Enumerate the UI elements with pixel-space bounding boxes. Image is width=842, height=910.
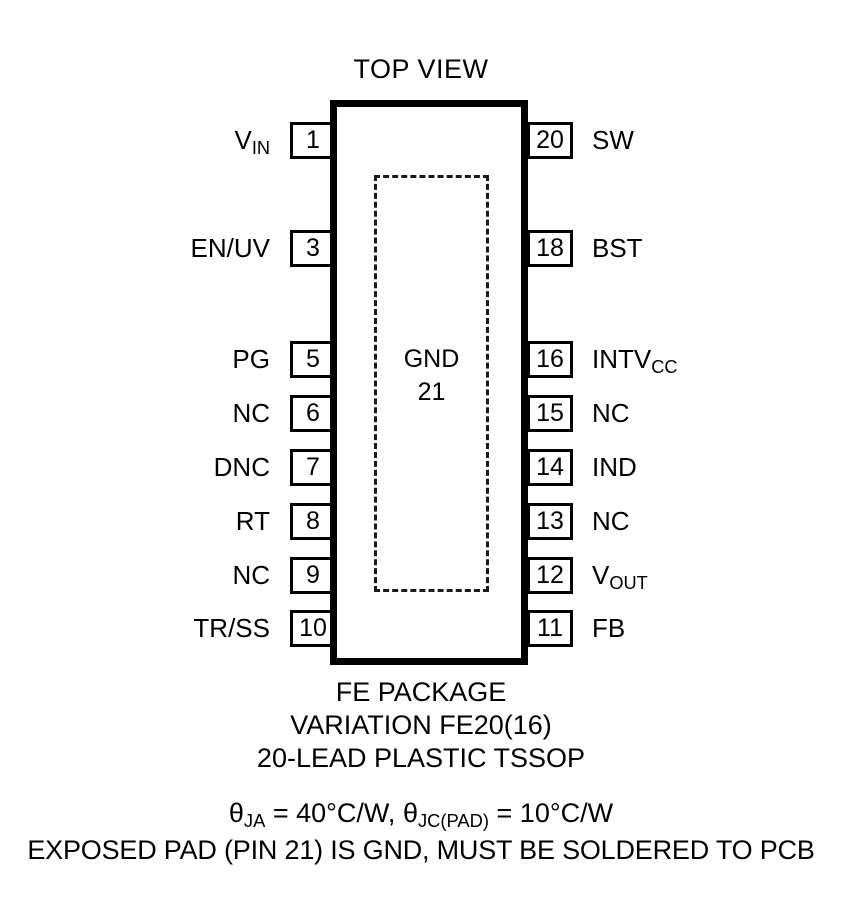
exposed-pad-note: EXPOSED PAD (PIN 21) IS GND, MUST BE SOL… bbox=[27, 835, 815, 865]
pin-number-box-13: 13 bbox=[527, 503, 573, 540]
theta-ja-value: = 40°C/W, bbox=[265, 798, 403, 828]
theta-jc-value: = 10°C/W bbox=[489, 798, 614, 828]
pin-label-3: EN/UV bbox=[20, 230, 270, 267]
pin-number-box-5: 5 bbox=[290, 341, 336, 378]
exposed-pad-outline bbox=[374, 175, 489, 592]
package-caption-line: FE PACKAGE bbox=[335, 677, 507, 707]
pin-number-box-7: 7 bbox=[290, 449, 336, 486]
pin-label-text: EN/UV bbox=[190, 233, 270, 263]
thermal-caption: θJA = 40°C/W, θJC(PAD) = 10°C/W EXPOSED … bbox=[0, 796, 842, 868]
pin-number-box-9: 9 bbox=[290, 557, 336, 594]
pin-label-text: NC bbox=[592, 398, 630, 428]
pin-label-10: TR/SS bbox=[20, 610, 270, 647]
theta-jc-symbol: θ bbox=[402, 798, 418, 828]
pin-number-box-8: 8 bbox=[290, 503, 336, 540]
pin-number-box-16: 16 bbox=[527, 341, 573, 378]
pin-label-subscript: OUT bbox=[609, 572, 648, 593]
pin-number-box-3: 3 bbox=[290, 230, 336, 267]
pin-label-text: V bbox=[592, 560, 610, 590]
pin-label-15: NC bbox=[592, 395, 832, 432]
pin-label-text: TR/SS bbox=[193, 613, 270, 643]
pin-label-12: VOUT bbox=[592, 557, 832, 597]
pin-label-text: RT bbox=[235, 506, 270, 536]
pin-label-text: DNC bbox=[213, 452, 270, 482]
pin-label-text: IND bbox=[592, 452, 637, 482]
pin-number-box-12: 12 bbox=[527, 557, 573, 594]
pin-label-text: NC bbox=[232, 560, 270, 590]
pin-label-11: FB bbox=[592, 610, 832, 647]
pin-number-box-14: 14 bbox=[527, 449, 573, 486]
pin-label-text: NC bbox=[592, 506, 630, 536]
package-body-outline bbox=[330, 100, 528, 665]
theta-ja-subscript: JA bbox=[243, 809, 266, 831]
theta-ja-symbol: θ bbox=[228, 798, 244, 828]
pin-label-text: SW bbox=[592, 125, 634, 155]
pin-number-box-18: 18 bbox=[527, 230, 573, 267]
pin-number-box-15: 15 bbox=[527, 395, 573, 432]
exposed-pad-name: GND bbox=[403, 345, 460, 373]
pin-label-16: INTVCC bbox=[592, 341, 832, 381]
pin-label-text: BST bbox=[592, 233, 643, 263]
exposed-pad-label-group: GND 21 bbox=[374, 343, 489, 409]
pin-label-subscript: CC bbox=[651, 356, 678, 377]
pin-label-9: NC bbox=[20, 557, 270, 594]
pin-label-8: RT bbox=[20, 503, 270, 540]
exposed-pad-pin-number: 21 bbox=[417, 378, 446, 406]
pin-label-text: V bbox=[234, 125, 252, 155]
pin-number-box-11: 11 bbox=[527, 610, 573, 647]
pin-label-13: NC bbox=[592, 503, 832, 540]
pin-label-text: PG bbox=[232, 344, 270, 374]
pin-label-7: DNC bbox=[20, 449, 270, 486]
pin-label-5: PG bbox=[20, 341, 270, 378]
page-title: TOP VIEW bbox=[353, 54, 489, 84]
pin-label-text: NC bbox=[232, 398, 270, 428]
package-caption-line: 20-LEAD PLASTIC TSSOP bbox=[256, 743, 586, 773]
thermal-resistance-line: θJA = 40°C/W, θJC(PAD) = 10°C/W bbox=[0, 796, 842, 833]
pin-label-text: INTV bbox=[592, 344, 652, 374]
pin-label-14: IND bbox=[592, 449, 832, 486]
pin-label-18: BST bbox=[592, 230, 832, 267]
pin-label-text: FB bbox=[592, 613, 626, 643]
pin-label-6: NC bbox=[20, 395, 270, 432]
pin-label-subscript: IN bbox=[251, 137, 270, 158]
pin-number-box-20: 20 bbox=[527, 122, 573, 159]
pin-label-20: SW bbox=[592, 122, 832, 159]
pin-number-box-1: 1 bbox=[290, 122, 336, 159]
pin-label-1: VIN bbox=[20, 122, 270, 162]
theta-jc-subscript: JC(PAD) bbox=[417, 809, 490, 831]
package-caption-line: VARIATION FE20(16) bbox=[290, 710, 552, 740]
